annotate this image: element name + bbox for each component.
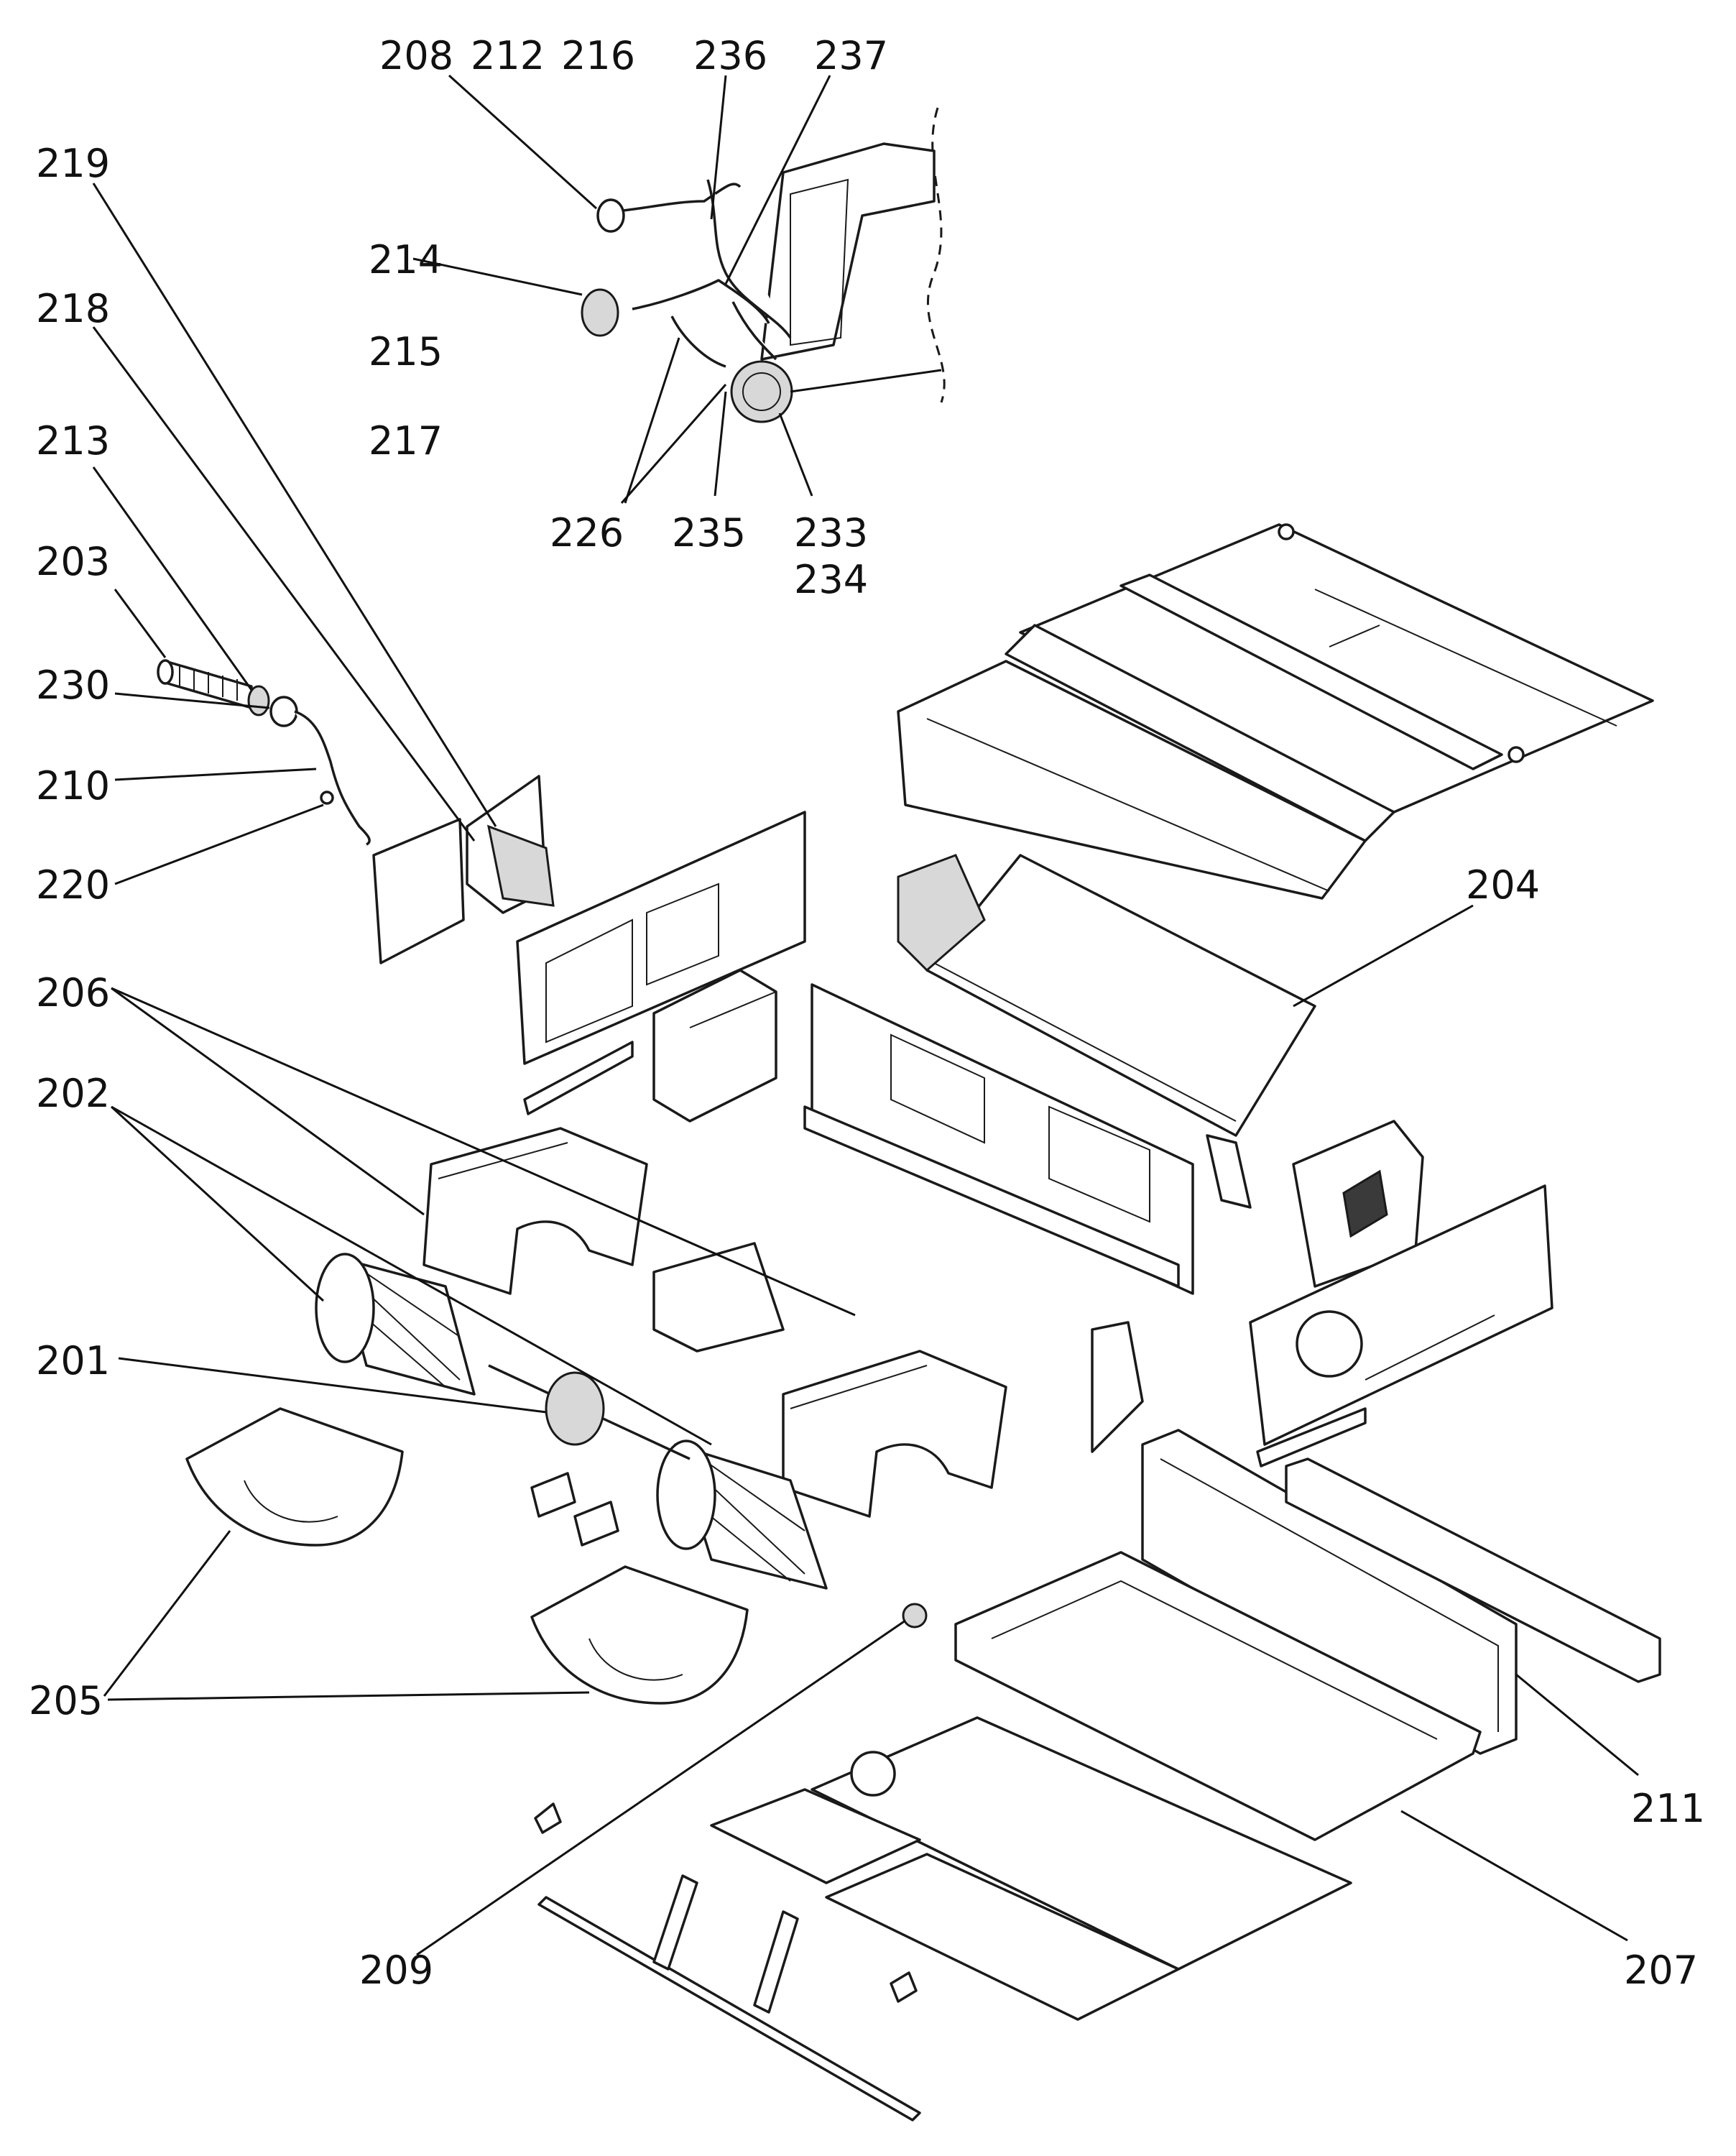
base-parts xyxy=(534,1551,1482,2122)
scroll-bottom-left xyxy=(185,1407,404,1547)
valve-bracket xyxy=(760,142,936,361)
blower-wheels-motor xyxy=(315,1253,828,1590)
screw-220 xyxy=(320,791,334,805)
drain-bracket xyxy=(1091,1321,1144,1453)
blower-housings xyxy=(423,1127,1007,1518)
blower-housing-right xyxy=(782,1350,1007,1518)
callout-labels: 208 212 216 236 237 219 214 215 218 217 … xyxy=(29,33,1705,1993)
blower-housing-left xyxy=(423,1127,648,1295)
flare-nut-208 xyxy=(596,198,625,233)
callout-212: 212 xyxy=(471,33,545,78)
clamp-230 xyxy=(269,696,298,727)
callout-208: 208 xyxy=(379,33,453,78)
bottom-panel xyxy=(811,1716,1352,1971)
hose-clamp-213 xyxy=(247,685,270,717)
callout-218: 218 xyxy=(36,286,110,331)
callout-206: 206 xyxy=(36,970,110,1015)
drain-plug-209 xyxy=(902,1603,928,1628)
callout-237: 237 xyxy=(814,33,888,78)
pipe-208 xyxy=(610,183,742,213)
drain-pipe-210 xyxy=(294,710,371,846)
drain-hose-assembly xyxy=(157,659,371,846)
blower-motor xyxy=(545,1371,605,1446)
callout-210: 210 xyxy=(36,763,110,808)
callout-214: 214 xyxy=(369,237,443,282)
flare-nut-214 xyxy=(581,288,619,337)
callout-233: 233 xyxy=(794,510,868,556)
filter-frame xyxy=(1141,1429,1661,1755)
callout-215: 215 xyxy=(369,329,443,374)
evaporator-coil xyxy=(897,854,1316,1209)
top-panel xyxy=(897,523,1654,900)
piping-assembly xyxy=(581,107,946,423)
right-side-parts xyxy=(1091,1120,1553,1468)
wire-harness xyxy=(731,301,777,361)
base-rail xyxy=(537,1896,921,2122)
motor-bracket xyxy=(652,1242,785,1353)
callout-230: 230 xyxy=(36,663,110,708)
right-end-panel xyxy=(1249,1184,1553,1446)
callout-203: 203 xyxy=(36,539,110,584)
callout-220: 220 xyxy=(36,862,110,908)
callout-217: 217 xyxy=(369,418,443,464)
pipe-loop xyxy=(706,179,792,338)
callout-202: 202 xyxy=(36,1071,110,1116)
callout-226: 226 xyxy=(550,510,624,556)
filter-frame-211 xyxy=(1141,1429,1518,1755)
filter-rail xyxy=(1285,1457,1661,1683)
callout-219: 219 xyxy=(36,141,110,186)
callout-201: 201 xyxy=(36,1338,110,1383)
scroll-bottom-right xyxy=(530,1565,749,1705)
expansion-valve-coil xyxy=(730,360,793,423)
callout-236: 236 xyxy=(693,33,767,78)
callout-211: 211 xyxy=(1631,1786,1705,1831)
scroll-bottoms xyxy=(185,1407,749,1705)
callout-213: 213 xyxy=(36,418,110,464)
left-side-parts xyxy=(372,775,806,1123)
coil-header xyxy=(897,854,986,972)
callout-234: 234 xyxy=(794,557,868,602)
pipe-214 xyxy=(632,279,770,324)
partition-panel xyxy=(516,811,806,1065)
callout-209: 209 xyxy=(359,1948,433,1993)
leader-lines xyxy=(92,74,1639,1956)
callout-216: 216 xyxy=(561,33,635,78)
callout-204: 204 xyxy=(1466,862,1540,908)
callout-207: 207 xyxy=(1624,1948,1698,1993)
control-box xyxy=(652,969,777,1123)
break-line xyxy=(926,107,946,403)
center-partition xyxy=(803,983,1194,1295)
drain-pan-207 xyxy=(954,1551,1482,1841)
callout-205: 205 xyxy=(29,1678,103,1723)
callout-235: 235 xyxy=(672,510,746,556)
